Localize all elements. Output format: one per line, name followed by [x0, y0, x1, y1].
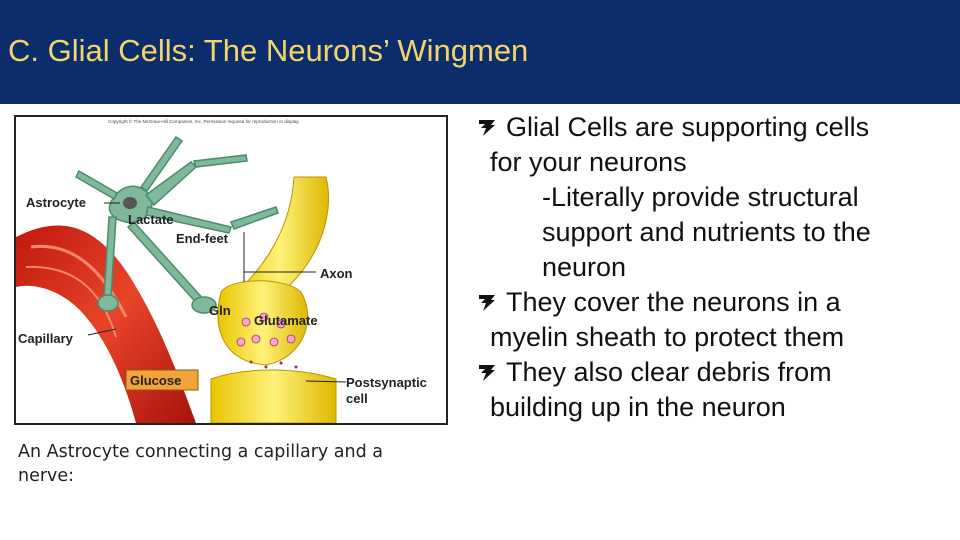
astrocyte-diagram: Copyright © The McGraw-Hill Companies, I…: [16, 118, 427, 423]
label-gln: Gln: [209, 303, 231, 318]
label-astrocyte: Astrocyte: [26, 195, 86, 210]
astrocyte-figure: Copyright © The McGraw-Hill Companies, I…: [14, 115, 448, 425]
label-lactate: Lactate: [128, 212, 174, 227]
sub-bullet-line: -Literally provide structural: [542, 182, 859, 212]
label-end-feet: End-feet: [176, 231, 229, 246]
title-bar: C. Glial Cells: The Neurons’ Wingmen: [0, 0, 960, 104]
copyright-note: Copyright © The McGraw-Hill Companies, I…: [108, 118, 300, 124]
bullet-line: building up in the neuron: [490, 392, 786, 422]
slide-title: C. Glial Cells: The Neurons’ Wingmen: [8, 33, 529, 68]
wingding-bullet-icon: [479, 120, 495, 136]
label-axon: Axon: [320, 266, 353, 281]
label-postsynaptic: Postsynaptic: [346, 375, 427, 390]
bullet-line: They cover the neurons in a: [506, 287, 841, 317]
label-capillary: Capillary: [18, 331, 74, 346]
postsynaptic-cell-shape: [210, 369, 337, 423]
label-glucose: Glucose: [130, 373, 181, 388]
bullet-line: They also clear debris from: [506, 357, 832, 387]
bullet-item: They cover the neurons in a myelin sheat…: [479, 285, 950, 355]
bullet-line: Glial Cells are supporting cells: [506, 112, 870, 142]
label-cell: cell: [346, 391, 368, 406]
label-glutamate: Glutamate: [254, 313, 318, 328]
sub-bullet-line: support and nutrients to the: [542, 217, 871, 247]
glucose-label-box: [125, 369, 199, 391]
bullet-item: Glial Cells are supporting cells for you…: [479, 110, 950, 285]
sub-bullet-line: neuron: [542, 252, 627, 282]
bullet-line: for your neurons: [490, 147, 687, 177]
bullet-item: They also clear debris from building up …: [479, 355, 950, 425]
wingding-bullet-icon: [479, 365, 495, 381]
figure-caption: An Astrocyte connecting a capillary and …: [18, 442, 384, 486]
wingding-bullet-icon: [479, 295, 495, 311]
astrocyte-shape: [75, 135, 279, 314]
astrocyte-nucleus: [123, 197, 137, 209]
vesicles: [236, 312, 296, 347]
bullet-line: myelin sheath to protect them: [490, 322, 845, 352]
bullet-list: Glial Cells are supporting cells for you…: [479, 110, 950, 425]
axon-shape: [229, 176, 330, 298]
